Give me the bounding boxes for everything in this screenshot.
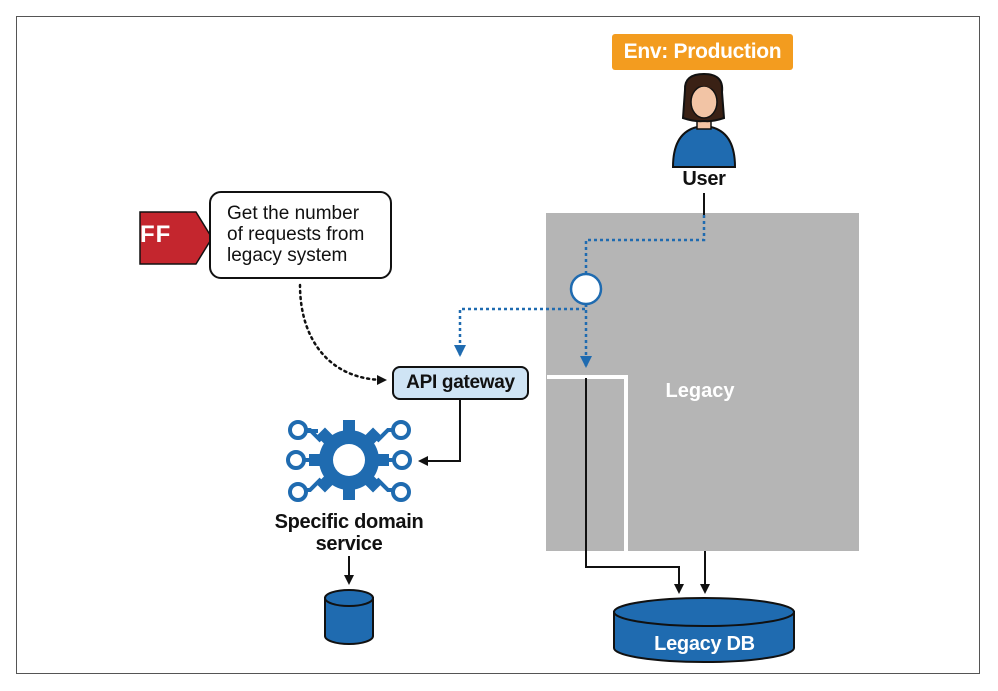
note-line: legacy system xyxy=(227,245,348,266)
routing-junction[interactable] xyxy=(569,272,603,306)
legacy-label: Legacy xyxy=(665,380,735,402)
api-gateway-node[interactable]: API gateway xyxy=(392,366,529,400)
service-database-icon xyxy=(324,589,374,645)
feature-flag-note: Get the number of requests from legacy s… xyxy=(209,191,392,279)
diagram-frame xyxy=(16,16,980,674)
gateway-to-service-line xyxy=(418,400,461,466)
feature-flag-tag: FF xyxy=(140,221,172,248)
user-label: User xyxy=(682,168,726,190)
user-icon xyxy=(671,72,737,168)
note-to-gateway-line xyxy=(298,283,387,385)
legacy-to-db-line xyxy=(585,378,684,594)
user-flow-line xyxy=(584,215,706,274)
note-line: Get the number xyxy=(227,203,360,224)
environment-badge: Env: Production xyxy=(612,34,793,70)
domain-service-label: Specific domain service xyxy=(254,511,444,555)
legacy-db-icon xyxy=(613,597,795,663)
gear-circuit-icon xyxy=(286,420,412,502)
ff-tag-shape xyxy=(139,211,213,265)
domain-service-line: Specific domain xyxy=(274,511,424,533)
domain-service-line: service xyxy=(315,533,383,555)
legacy-db-label: Legacy DB xyxy=(654,633,755,655)
legacy-partition xyxy=(547,375,628,551)
legacy-box xyxy=(546,213,859,551)
note-line: of requests from xyxy=(227,224,365,245)
